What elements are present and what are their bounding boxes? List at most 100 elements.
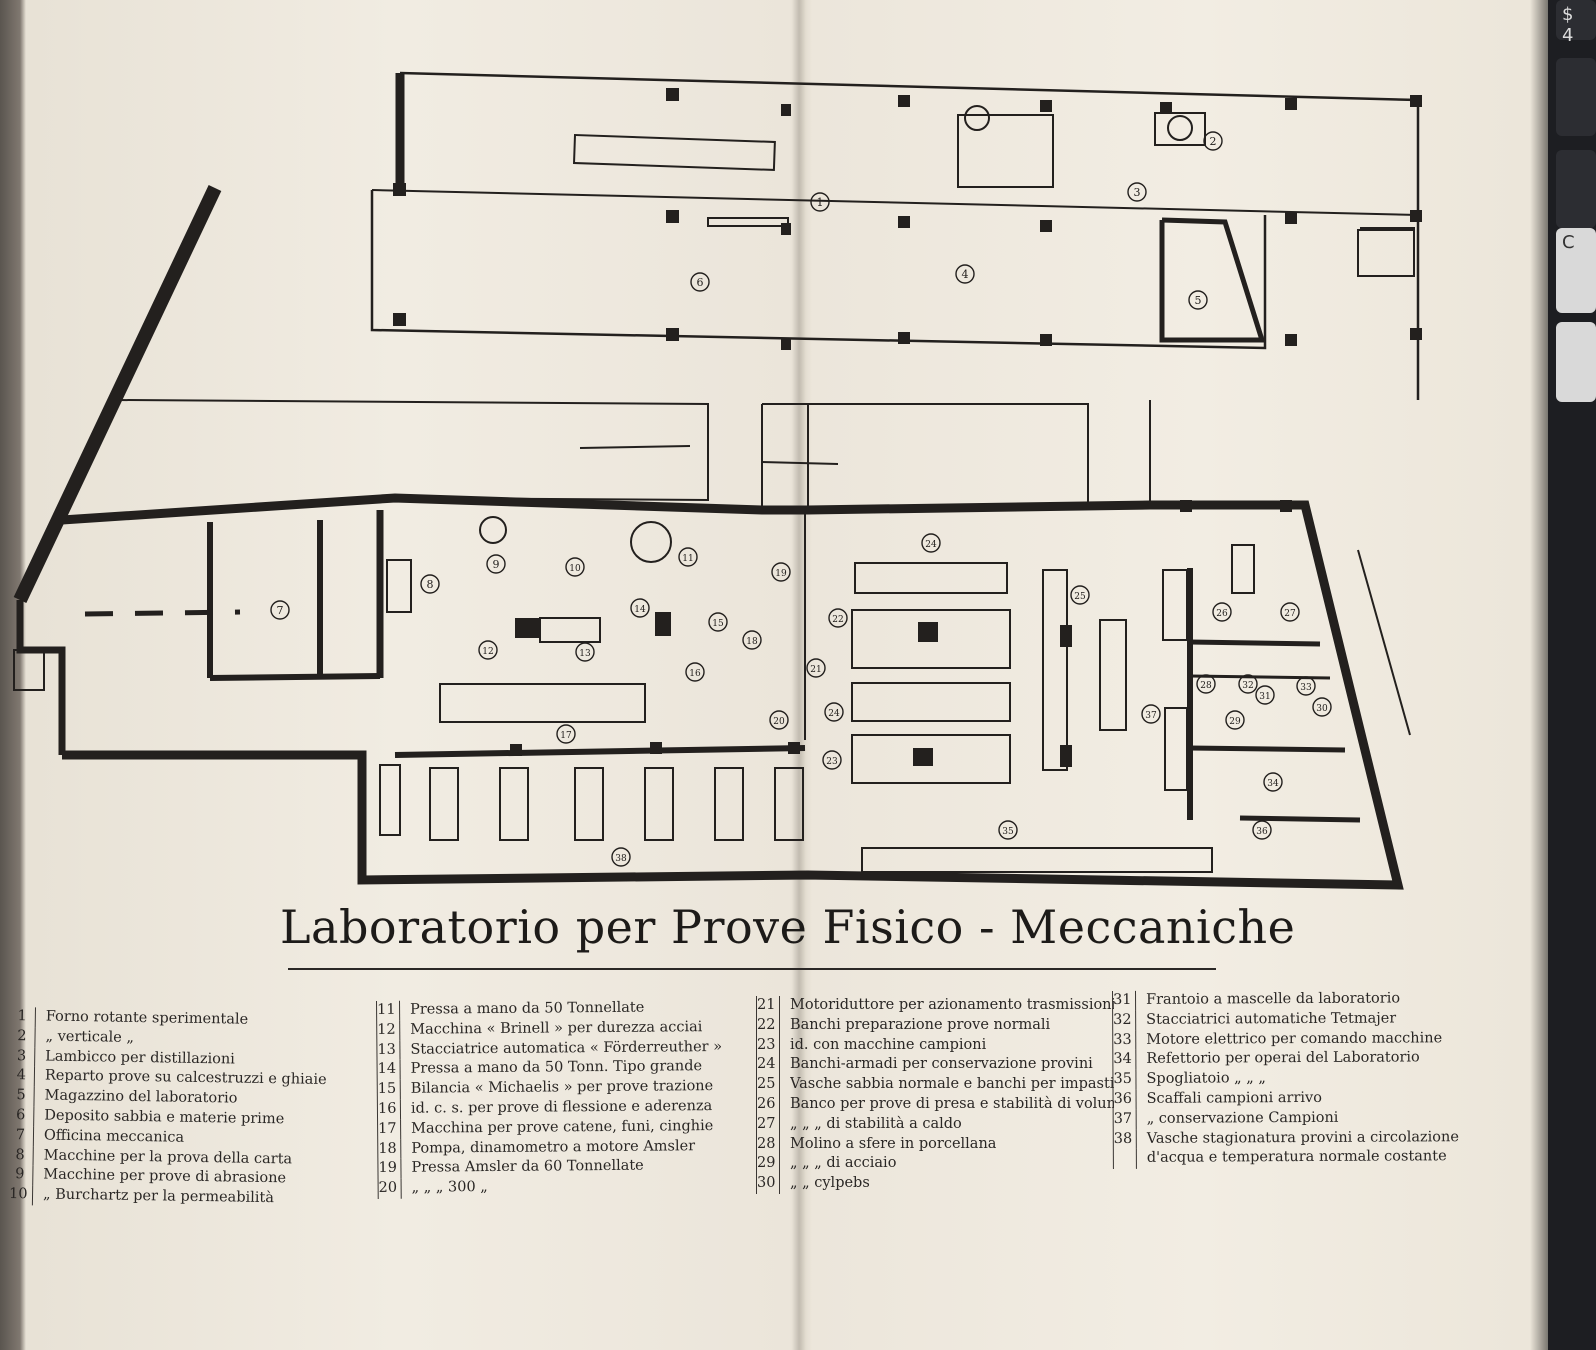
- plan-marker-label: 36: [1256, 827, 1268, 837]
- legend-item-text: Vasche stagionatura provini a circolazio…: [1146, 1128, 1459, 1147]
- plan-marker-circle: [998, 820, 1018, 840]
- plan-marker-label: 6: [697, 276, 704, 289]
- road-block-right: [807, 403, 1089, 511]
- plan-marker-label: 27: [1284, 609, 1296, 619]
- legend-item-number: 8: [9, 1145, 34, 1166]
- bench-22: [851, 609, 1011, 669]
- room-35-top: [1239, 815, 1361, 823]
- legend-item-number: 35: [1112, 1070, 1137, 1090]
- legend-item-text: Officina meccanica: [43, 1127, 185, 1146]
- legend-item-number: 16: [376, 1099, 402, 1120]
- plan-marker-label: 15: [712, 619, 724, 629]
- road-arrow-center: [761, 461, 839, 465]
- bench-24-mid: [851, 682, 1011, 722]
- plan-marker-label: 9: [493, 558, 500, 571]
- keyboard-key-4: $ 4: [1556, 0, 1596, 46]
- plan-marker-8: 8: [420, 574, 440, 594]
- legend-item-text: Stacciatrici automatiche Tetmajer: [1146, 1010, 1397, 1028]
- road-arrow-mid: [579, 445, 691, 449]
- plan-marker-label: 16: [689, 669, 701, 679]
- plan-marker-6: 6: [690, 272, 710, 292]
- legend-item-number: 6: [10, 1105, 35, 1127]
- plan-marker-label: 12: [482, 647, 493, 657]
- plan-marker-5: 5: [1188, 290, 1208, 310]
- plan-marker-circle: [630, 598, 650, 618]
- plan-marker-26: 26: [1212, 602, 1232, 622]
- plan-marker-15: 15: [708, 612, 728, 632]
- plan-marker-label: 26: [1216, 609, 1228, 619]
- legend-item-number: 10: [8, 1185, 34, 1206]
- plan-marker-22: 22: [828, 608, 848, 628]
- plan-marker-label: 17: [560, 731, 572, 741]
- legend-item-number: 24: [756, 1055, 780, 1076]
- legend-item-number: 7: [9, 1125, 35, 1146]
- legend-item-number: 26: [756, 1094, 780, 1115]
- plan-marker-21: 21: [806, 658, 826, 678]
- legend-item-text: Pressa Amsler da 60 Tonnellate: [411, 1158, 644, 1177]
- legend-item-text: Bilancia « Michaelis » per prove trazion…: [410, 1078, 714, 1097]
- plan-marker-12: 12: [478, 640, 498, 660]
- plan-marker-circle: [1238, 674, 1258, 694]
- plan-marker-circle: [685, 662, 705, 682]
- upper-building-lower-wall: [370, 190, 1267, 350]
- plan-marker-10: 10: [565, 557, 585, 577]
- legend-item-text: „ verticale „: [45, 1028, 135, 1046]
- plan-marker-circle: [1312, 697, 1332, 717]
- forno-tube: [572, 133, 776, 171]
- road-block-center: [761, 403, 809, 514]
- legend-item-number: 15: [376, 1079, 401, 1100]
- plan-marker-17: 17: [556, 724, 576, 744]
- legend-item-number: 13: [376, 1040, 401, 1061]
- machine-2-box: [957, 114, 1054, 188]
- bench-25b: [1099, 619, 1127, 731]
- plan-marker-3: 3: [1127, 182, 1147, 202]
- plan-marker-28: 28: [1196, 674, 1216, 694]
- machine-9-wheel: [479, 516, 507, 544]
- machine-2b: [1154, 112, 1206, 146]
- plan-marker-label: 30: [1316, 704, 1328, 714]
- road-arrow-right: [1357, 549, 1411, 736]
- legend-item-number: 25: [756, 1075, 780, 1095]
- legend-item-number: 14: [376, 1060, 401, 1081]
- legend-item-number: 21: [756, 996, 780, 1016]
- plan-marker-circle: [1212, 602, 1232, 622]
- legend-item: 20„ „ „ 300 „: [377, 1176, 756, 1199]
- plan-marker-1: 1: [810, 192, 830, 212]
- legend-item-number: 38: [1112, 1129, 1137, 1150]
- legend-item-number: 31: [1112, 990, 1137, 1011]
- legend-item-text: Refettorio per operai del Laboratorio: [1146, 1049, 1420, 1068]
- plan-marker-30: 30: [1312, 697, 1332, 717]
- legend-item-number: 33: [1112, 1030, 1137, 1051]
- bench-25: [1042, 569, 1068, 771]
- plan-marker-2: 2: [1203, 131, 1223, 151]
- plan-marker-circle: [824, 702, 844, 722]
- plan-marker-circle: [822, 750, 842, 770]
- plan-marker-label: 37: [1145, 711, 1157, 721]
- title-underline: [288, 968, 1216, 970]
- plan-marker-circle: [486, 554, 506, 574]
- lab-inner-wall-lower: [394, 745, 806, 758]
- plan-marker-label: 8: [427, 578, 434, 591]
- legend-item-number: 34: [1112, 1050, 1137, 1071]
- plan-marker-label: 19: [775, 569, 787, 579]
- legend-item-text: Frantoio a mascelle da laboratorio: [1146, 990, 1401, 1008]
- plan-marker-label: 10: [569, 564, 581, 574]
- plan-marker-9: 9: [486, 554, 506, 574]
- legend-item: 27„ „ „ di stabilità a caldo: [756, 1114, 1114, 1135]
- legend-item-text: Scaffali campioni arrivo: [1146, 1089, 1322, 1107]
- plan-marker-circle: [1280, 602, 1300, 622]
- room-6-bench: [707, 217, 789, 227]
- plan-marker-circle: [575, 642, 595, 662]
- plan-marker-circle: [769, 710, 789, 730]
- legend-item-text: Vasche sabbia normale e banchi per impas…: [790, 1076, 1114, 1093]
- legend-item-number: 11: [376, 1000, 401, 1021]
- plan-marker-14: 14: [630, 598, 650, 618]
